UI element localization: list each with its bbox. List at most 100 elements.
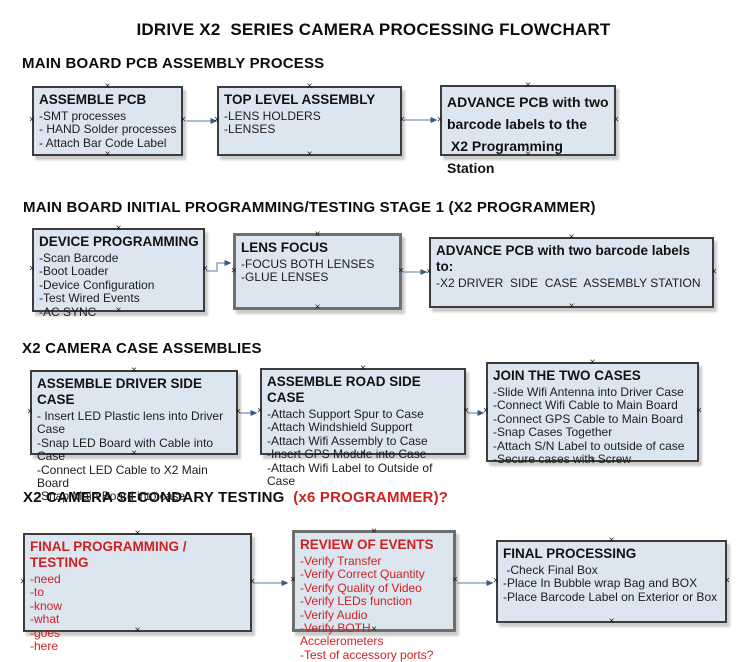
connection-point-icon: × [29,263,35,275]
box-item: -Check Final Box [503,563,598,577]
box-items: -Check Final Box-Place In Bubble wrap Ba… [503,563,721,604]
connection-point-icon: × [104,81,111,92]
box-item: -Connect GPS Cable to Main Board [493,411,684,426]
section-heading-initial-programming: MAIN BOARD INITIAL PROGRAMMING/TESTING S… [23,199,596,216]
box-items: - Insert LED Plastic lens into Driver Ca… [37,409,232,504]
box-item: -Attach S/N Label to outside of case [493,438,685,453]
connection-point-icon: × [131,365,137,376]
connection-point-icon: × [214,114,220,126]
connection-point-icon: × [589,357,596,368]
box-items: -SMT processes- HAND Solder processes- A… [39,109,177,150]
connection-point-icon: × [398,265,404,276]
box-title: DEVICE PROGRAMMING [39,234,199,249]
box-title: REVIEW OF EVENTS [300,537,434,552]
connection-point-icon: × [134,528,141,539]
connection-point-icon: × [180,114,186,126]
connection-point-icon: × [452,574,458,586]
box-item: - Insert LED Plastic lens into Driver Ca… [37,409,227,437]
connection-point-icon: × [314,302,321,313]
connection-point-icon: × [568,301,575,312]
box-item: -Verify BOTH Accelerometers [300,621,384,649]
box-item: -Place In Bubble wrap Bag and BOX [503,576,698,591]
connection-point-icon: × [613,114,619,125]
box-final-processing: FINAL PROCESSING -Check Final Box-Place … [493,536,730,627]
box-item: -X2 DRIVER SIDE CASE ASSEMBLY STATION [436,276,701,290]
box-item: -Insert GPS Module into Case [267,447,427,462]
box-title: ASSEMBLE ROAD SIDE CASE [267,374,425,405]
connection-point-icon: × [371,526,377,537]
box-assemble-pcb: ASSEMBLE PCB -SMT processes- HAND Solder… [29,82,186,160]
box-item: -to [30,585,45,600]
box-assemble-road-side-case: ASSEMBLE ROAD SIDE CASE -Attach Support … [257,364,469,488]
box-items: -Slide Wifi Antenna into Driver Case-Con… [493,385,693,467]
connection-point-icon: × [306,81,313,92]
box-item: -Attach Wifi Assembly to Case [267,433,428,448]
box-item: -Secure cases with Screw [493,452,632,467]
box-title: ADVANCE PCB with two barcode labels to: [436,243,694,274]
box-item: -need [30,572,61,586]
connection-point-icon: × [314,229,321,240]
connection-point-icon: × [235,406,241,417]
box-title: ASSEMBLE PCB [39,92,147,107]
box-item: -Verify Quality of Video [300,580,422,595]
box-title: JOIN THE TWO CASES [493,368,641,383]
heading-red-part: (x6 PROGRAMMER)? [293,489,449,506]
box-items: -Scan Barcode-Boot Loader-Device Configu… [39,251,199,319]
box-items: -Verify Transfer-Verify Correct Quantity… [300,554,449,662]
box-item: -Attach Support Spur to Case [267,407,424,421]
box-title: FINAL PROGRAMMING / TESTING [30,539,191,570]
box-lens-focus: LENS FOCUS -FOCUS BOTH LENSES-GLUE LENSE… [231,229,404,313]
box-item: -AC SYNC [39,304,97,319]
connection-point-icon: × [724,575,730,586]
connection-point-icon: × [104,149,111,160]
box-items: -LENS HOLDERS-LENSES [224,109,396,137]
box-item: -Verify Correct Quantity [300,567,425,582]
connection-point-icon: × [27,406,33,417]
connection-point-icon: × [290,574,296,586]
section-heading-secondary-testing: X2 CAMERA SECONDARY TESTING (x6 PROGRAMM… [23,489,448,506]
box-item: -FOCUS BOTH LENSES [241,257,375,271]
box-item: -LENS HOLDERS [224,109,321,123]
box-item: -Verify Audio [300,607,368,622]
box-item: -Test of accessory ports? [300,647,434,662]
box-items: -Attach Support Spur to Case-Attach Wind… [267,407,460,489]
connection-point-icon: × [608,616,615,627]
box-item: -GLUE LENSES [241,270,329,285]
box-title: TOP LEVEL ASSEMBLY [224,92,376,107]
box-advance-pcb-case-assembly: ADVANCE PCB with two barcode labels to: … [426,233,717,312]
connection-point-icon: × [306,149,313,160]
box-item: -Verify Transfer [300,554,382,568]
box-item: -Slide Wifi Antenna into Driver Case [493,385,684,399]
connection-point-icon: × [360,363,366,374]
box-item: -here [30,639,59,654]
box-item: -Boot Loader [39,264,109,279]
box-review-of-events: REVIEW OF EVENTS -Verify Transfer-Verify… [290,526,458,662]
box-item: -know [30,598,63,613]
box-items: -FOCUS BOTH LENSES-GLUE LENSES [241,257,395,285]
connection-point-icon: × [399,114,405,126]
box-item: -Connect Wifi Cable to Main Board [493,398,678,413]
box-item: -Place Barcode Label on Exterior or Box [503,589,718,604]
connection-point-icon: × [493,575,499,586]
box-item: -goes [30,625,61,640]
connection-point-icon: × [711,266,717,277]
box-items: -need-to-know-what-goes-here [30,572,246,654]
connection-point-icon: × [257,405,263,416]
box-item: -Test Wired Events [39,291,140,306]
box-title: ASSEMBLE DRIVER SIDE CASE [37,376,206,407]
box-advance-pcb-programming-station: ADVANCE PCB with two barcode labels to t… [437,81,619,177]
arrow-device-to-lensfocus [206,260,232,272]
box-item: -Snap Cases Together [493,425,613,440]
box-item: - Attach Bar Code Label [39,135,167,150]
connection-point-icon: × [231,265,237,276]
box-title: FINAL PROCESSING [503,546,637,561]
connection-point-icon: × [115,223,122,234]
box-item: -Attach Wifi Label to Outside of Case [267,460,436,489]
box-item: -Snap Main Board into case [37,489,186,504]
connection-point-icon: × [202,263,208,275]
box-item: -Scan Barcode [39,251,119,265]
box-top-level-assembly: TOP LEVEL ASSEMBLY -LENS HOLDERS-LENSES … [214,82,405,160]
box-title: LENS FOCUS [241,240,329,255]
box-item: -LENSES [224,122,276,137]
connection-point-icon: × [568,232,575,243]
